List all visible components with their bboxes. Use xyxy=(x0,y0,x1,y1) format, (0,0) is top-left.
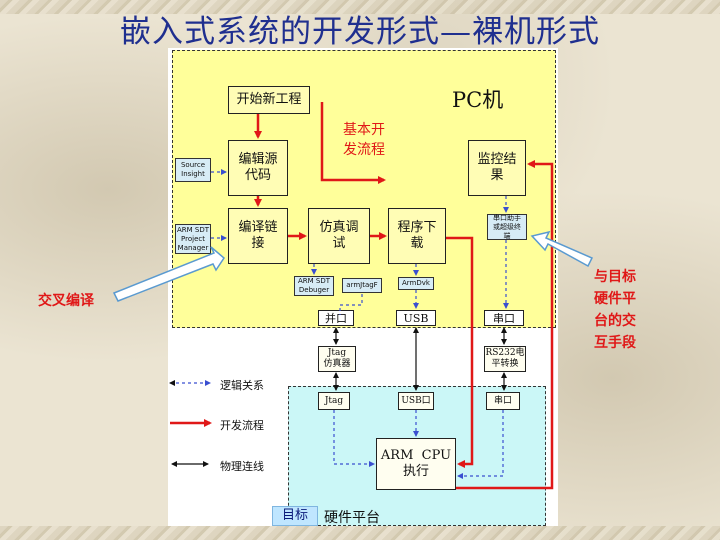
bottom-border-band xyxy=(0,526,720,540)
interaction-callout-arrow xyxy=(530,230,594,268)
box-start-project: 开始新工程 xyxy=(228,86,310,114)
basic-flow-note: 基本开 发流程 xyxy=(343,122,385,158)
logic-relation-lines xyxy=(211,169,509,479)
box-compile-link: 编译链 接 xyxy=(228,208,288,264)
tool-serial-terminal: 串口助手 或超级终 端 xyxy=(487,214,527,240)
tool-armdvk: ArmDvk xyxy=(398,277,434,290)
pc-label: PC机 xyxy=(452,88,504,112)
target-port-jtag: Jtag xyxy=(318,392,350,410)
arm-cpu-box: ARM CPU 执行 xyxy=(376,438,456,490)
legend-physical-label: 物理连线 xyxy=(220,460,264,473)
target-port-usb: USB口 xyxy=(398,392,434,410)
rs232-converter: RS232电 平转换 xyxy=(484,346,526,372)
top-border-band xyxy=(0,0,720,14)
physical-connection-lines xyxy=(333,327,507,391)
target-port-serial: 串口 xyxy=(486,392,520,410)
jtag-emulator: Jtag 仿真器 xyxy=(318,346,356,372)
box-edit-source: 编辑源 代码 xyxy=(228,140,288,196)
tool-armjtagf: armJtagF xyxy=(342,278,382,293)
interaction-note: 与目标 硬件平 台的交 互手段 xyxy=(594,269,636,351)
target-label-box: 目标 xyxy=(272,506,318,526)
box-download: 程序下 载 xyxy=(388,208,446,264)
pc-port-parallel: 并口 xyxy=(318,310,354,326)
tool-arm-sdt-project-manager: ARM SDT Project Manager xyxy=(175,224,211,254)
cross-compile-note: 交叉编译 xyxy=(38,293,94,309)
cross-compile-callout-arrow xyxy=(112,246,225,302)
box-debug: 仿真调 试 xyxy=(308,208,370,264)
legend-symbols xyxy=(169,380,212,467)
target-label-rest: 硬件平台 xyxy=(324,510,380,526)
dev-flow-arrows xyxy=(254,102,554,490)
box-monitor: 监控结 果 xyxy=(468,140,526,196)
tool-arm-sdt-debugger: ARM SDT Debuger xyxy=(294,276,334,296)
pc-port-usb: USB xyxy=(396,310,436,326)
pc-port-serial: 串口 xyxy=(484,310,524,326)
tool-source-insight: Source Insight xyxy=(175,158,211,182)
slide-title: 嵌入式系统的开发形式—裸机形式 xyxy=(120,14,600,50)
legend-logic-label: 逻辑关系 xyxy=(220,379,264,392)
legend-flow-label: 开发流程 xyxy=(220,419,264,432)
